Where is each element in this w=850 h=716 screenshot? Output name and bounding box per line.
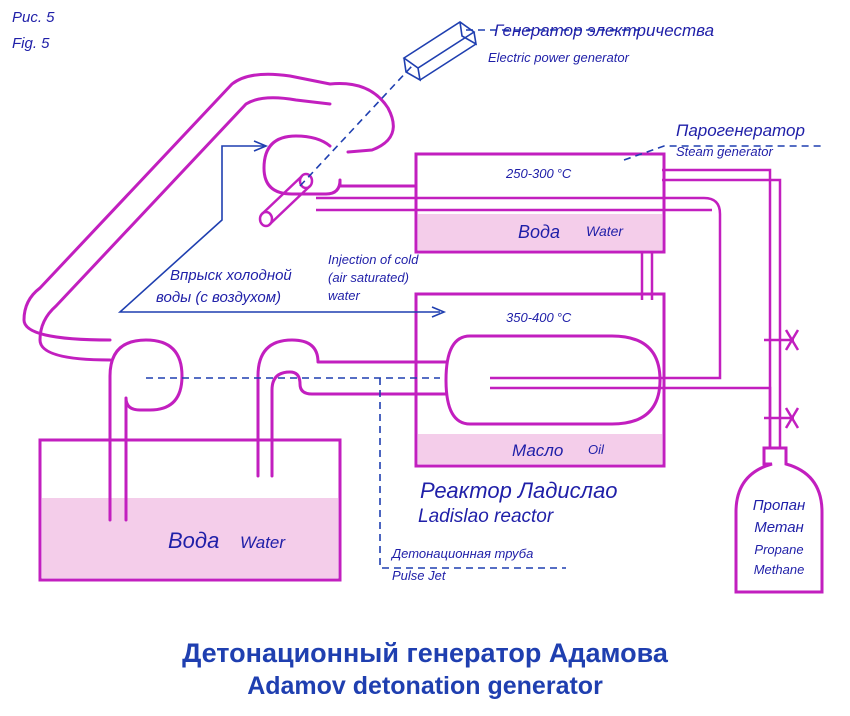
steam-outlet-1 xyxy=(662,168,772,448)
gas-en-2: Methane xyxy=(754,562,805,577)
steam-generator-box xyxy=(414,152,666,254)
turbine-housing xyxy=(262,134,342,196)
injection-en-2: (air saturated) xyxy=(328,270,409,285)
injection-ru-1: Впрыск холодной xyxy=(170,267,292,284)
pulsejet-label-en: Pulse Jet xyxy=(392,568,447,583)
pulsejet-right-riser-inner xyxy=(270,370,448,478)
tank-water-fill xyxy=(42,498,338,578)
title-en: Adamov detonation generator xyxy=(247,672,603,700)
steam-gen-leader xyxy=(623,145,822,161)
power-gen-label-en: Electric power generator xyxy=(488,50,630,65)
outer-loop-outer xyxy=(22,72,395,342)
temp-upper: 250-300°C xyxy=(505,166,572,181)
gas-ru-1: Пропан xyxy=(753,497,805,514)
figure-label-ru: Рис. 5 xyxy=(12,9,55,26)
electric-generator-icon xyxy=(402,21,478,82)
steam-outlet-2 xyxy=(662,178,782,448)
oil-label-ru: Масло xyxy=(512,441,563,460)
reactor-label-ru: Реактор Ладислао xyxy=(420,478,618,503)
injection-en-1: Injection of cold xyxy=(328,252,419,267)
gas-ru-2: Метан xyxy=(754,519,804,536)
injection-en-3: water xyxy=(328,288,360,303)
turbine-icon xyxy=(258,172,314,228)
reactor-box xyxy=(414,292,666,468)
pulsejet-leader xyxy=(379,378,566,569)
water-tank xyxy=(38,438,342,582)
valve-icon-upper xyxy=(764,329,800,351)
injection-arrow-head-right xyxy=(431,306,447,318)
tank-water-label-ru: Вода xyxy=(168,528,219,553)
reactor-label-en: Ladislao reactor xyxy=(418,506,554,527)
steam-gen-label-en: Steam generator xyxy=(676,144,774,159)
injection-ru-2: воды (с воздухом) xyxy=(156,289,281,306)
oil-label-en: Oil xyxy=(588,442,605,457)
steam-pipe-a xyxy=(316,196,722,380)
shaft-dashed-line xyxy=(299,65,413,187)
reactor-vessel xyxy=(444,334,662,426)
outer-loop-inner xyxy=(38,96,332,362)
gas-en-1: Propane xyxy=(754,542,803,557)
power-gen-label-ru: Генератор электричества xyxy=(494,21,714,40)
tank-water-label-en: Water xyxy=(240,533,286,552)
pulsejet-right-riser xyxy=(256,338,448,478)
valve-icon-lower xyxy=(764,407,800,429)
figure-label-en: Fig. 5 xyxy=(12,35,50,52)
steam-water-label-en: Water xyxy=(586,223,624,239)
steam-gen-water-fill xyxy=(418,214,662,250)
steam-water-label-ru: Вода xyxy=(518,222,560,242)
injection-arrow-line xyxy=(117,145,440,313)
pulsejet-label-ru: Детонационная труба xyxy=(390,546,533,561)
turbine-housing-top xyxy=(294,134,332,148)
injection-arrow-head-top xyxy=(253,140,269,152)
pulsejet-left-riser xyxy=(108,338,184,522)
temp-lower: 350-400°C xyxy=(506,310,572,325)
steam-gen-label-ru: Парогенератор xyxy=(676,121,805,140)
reactor-oil-fill xyxy=(418,434,662,464)
title-ru: Детонационный генератор Адамова xyxy=(182,638,669,668)
gas-bottle xyxy=(734,446,824,594)
